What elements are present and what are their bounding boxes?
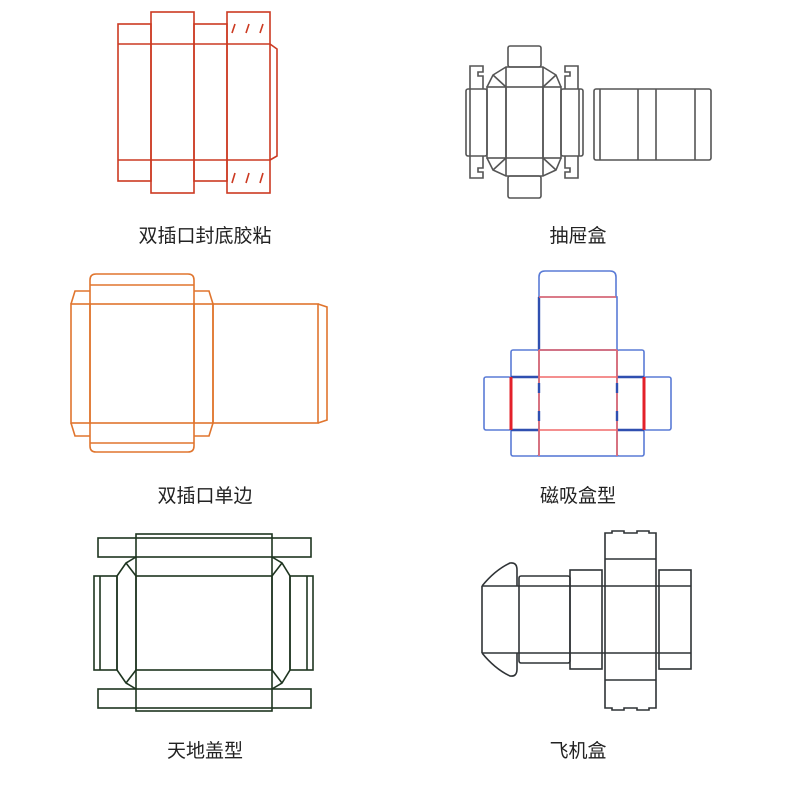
center-column	[604, 530, 657, 711]
side-panel-right	[193, 303, 214, 424]
dieline-lid-and-base	[93, 533, 314, 712]
tray-side-right	[542, 86, 562, 159]
strip-bottom	[97, 688, 312, 709]
tab	[564, 156, 579, 179]
side-right	[616, 349, 645, 457]
tray-outer-left	[465, 88, 488, 157]
label-double-tuck-glued-bottom: 双插口封底胶粘	[138, 225, 272, 247]
dieline-double-tuck-single	[70, 273, 328, 453]
side-right	[271, 556, 291, 690]
back-panel	[226, 11, 271, 194]
tray-outer-right	[560, 88, 584, 157]
center-column	[135, 533, 273, 712]
label-magnetic-box: 磁吸盒型	[539, 485, 616, 507]
main-panel	[89, 303, 195, 424]
side-panel-right	[658, 569, 692, 670]
dieline-drawer-box	[465, 45, 712, 199]
tuck-flap-top	[89, 273, 195, 304]
dieline-double-tuck-glued-bottom	[117, 11, 278, 194]
outer-right	[643, 376, 672, 431]
tray-end-bottom	[486, 157, 562, 177]
tab	[469, 65, 484, 89]
side-left	[116, 556, 137, 690]
glue-hatch-marks	[231, 23, 264, 184]
tab	[469, 156, 484, 179]
center-panel	[135, 575, 273, 671]
tuck-flap-top	[507, 45, 542, 68]
label-mailer-box: 飞机盒	[549, 740, 607, 762]
dust-flap-bottom	[481, 652, 518, 677]
glue-flap	[317, 303, 328, 424]
back-panel	[212, 303, 319, 424]
outer-right	[289, 575, 314, 671]
front-panel	[150, 11, 195, 194]
top-flap	[538, 270, 617, 297]
lid-panel	[538, 296, 618, 351]
tuck-flap-bottom	[89, 423, 195, 453]
side-panel-2	[193, 23, 228, 182]
tab	[564, 65, 579, 89]
base-panel	[538, 349, 618, 457]
side-left	[510, 349, 540, 457]
glue-flap	[269, 43, 278, 161]
dust-flap-top	[481, 562, 518, 587]
front-panel	[518, 575, 571, 664]
side-panel-1	[117, 23, 152, 182]
side-panel-left	[70, 303, 91, 424]
label-double-tuck-single: 双插口单边	[157, 485, 253, 507]
tray-side-left	[486, 86, 507, 159]
outer-left	[93, 575, 118, 671]
tray-end-top	[486, 66, 562, 88]
tray-base	[505, 86, 544, 159]
tuck-flap-bottom	[507, 175, 542, 199]
dieline-mailer-box	[481, 530, 692, 711]
sleeve	[593, 88, 712, 161]
dieline-magnetic-box	[483, 270, 672, 457]
outer-left	[483, 376, 512, 431]
label-drawer-box: 抽屉盒	[549, 225, 607, 247]
label-lid-and-base: 天地盖型	[166, 740, 243, 762]
side-panel-left	[569, 569, 603, 670]
strip-top	[97, 537, 312, 558]
